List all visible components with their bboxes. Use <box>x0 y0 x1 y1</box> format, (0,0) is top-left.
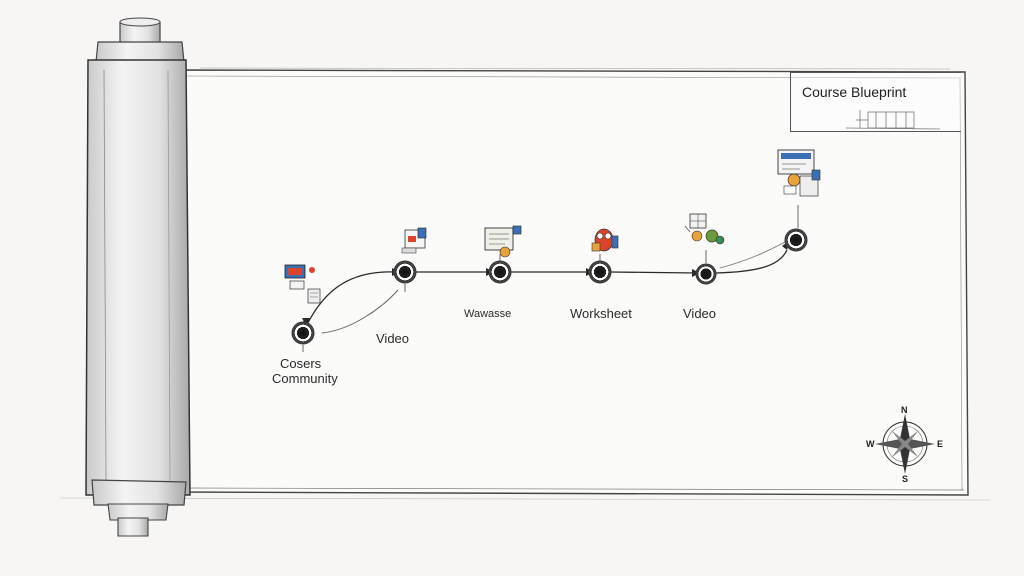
compass-w: W <box>866 439 875 449</box>
compass-rose-icon <box>875 414 935 474</box>
step-label-community-line1: Cosers <box>280 356 322 371</box>
node-video-1 <box>393 260 417 284</box>
step-label-worksheet: Worksheet <box>570 306 632 321</box>
compass-n: N <box>901 405 908 415</box>
path-nodes <box>291 228 808 345</box>
community-computer-icon <box>284 264 321 304</box>
node-worksheet <box>588 260 612 284</box>
video-puzzle-icon <box>684 213 725 245</box>
node-final <box>784 228 808 252</box>
page-title: Course Blueprint <box>802 84 907 100</box>
certificate-screen-icon <box>777 149 821 197</box>
course-path <box>302 241 788 334</box>
paper-sheet <box>59 67 991 501</box>
title-frame <box>790 72 961 132</box>
video-document-icon <box>401 227 427 254</box>
step-label-community-line2: Community <box>272 371 338 386</box>
step-label-video-2: Video <box>683 306 717 321</box>
node-community <box>291 321 315 345</box>
compass-e: E <box>937 439 944 449</box>
compass-s: S <box>902 474 909 484</box>
blueprint-sketch-icon <box>845 110 941 130</box>
step-label-video-1: Video <box>376 331 410 346</box>
step-label-reading: Wawasse <box>464 308 512 320</box>
node-reading <box>488 260 512 284</box>
scroll-roller <box>85 17 191 537</box>
document-reading-icon <box>484 225 522 258</box>
node-video-2 <box>695 263 717 285</box>
worksheet-owl-icon <box>591 228 619 252</box>
